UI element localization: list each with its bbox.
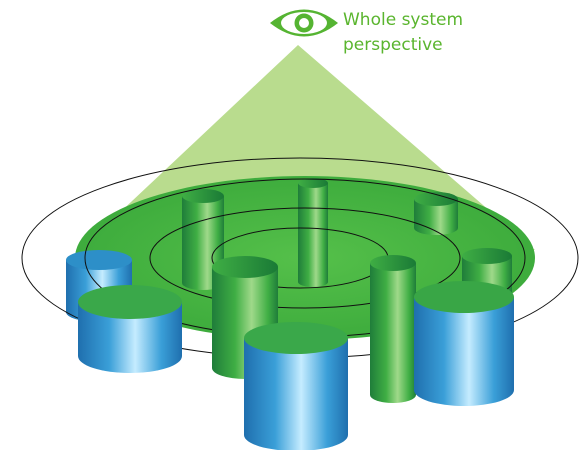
blue-cylinder xyxy=(244,322,348,450)
green-cylinder xyxy=(370,255,416,403)
eye-icon xyxy=(270,9,338,37)
middle-inner-ring xyxy=(149,207,461,309)
blue-cylinder xyxy=(78,285,182,373)
perspective-label: Whole system perspective xyxy=(343,8,543,58)
blue-cylinder xyxy=(414,281,514,406)
label-line-1: Whole system xyxy=(343,10,464,30)
concentric-rings xyxy=(21,157,579,359)
green-cylinder xyxy=(298,178,328,287)
label-line-2: perspective xyxy=(343,35,443,55)
green-cylinder xyxy=(414,192,458,235)
